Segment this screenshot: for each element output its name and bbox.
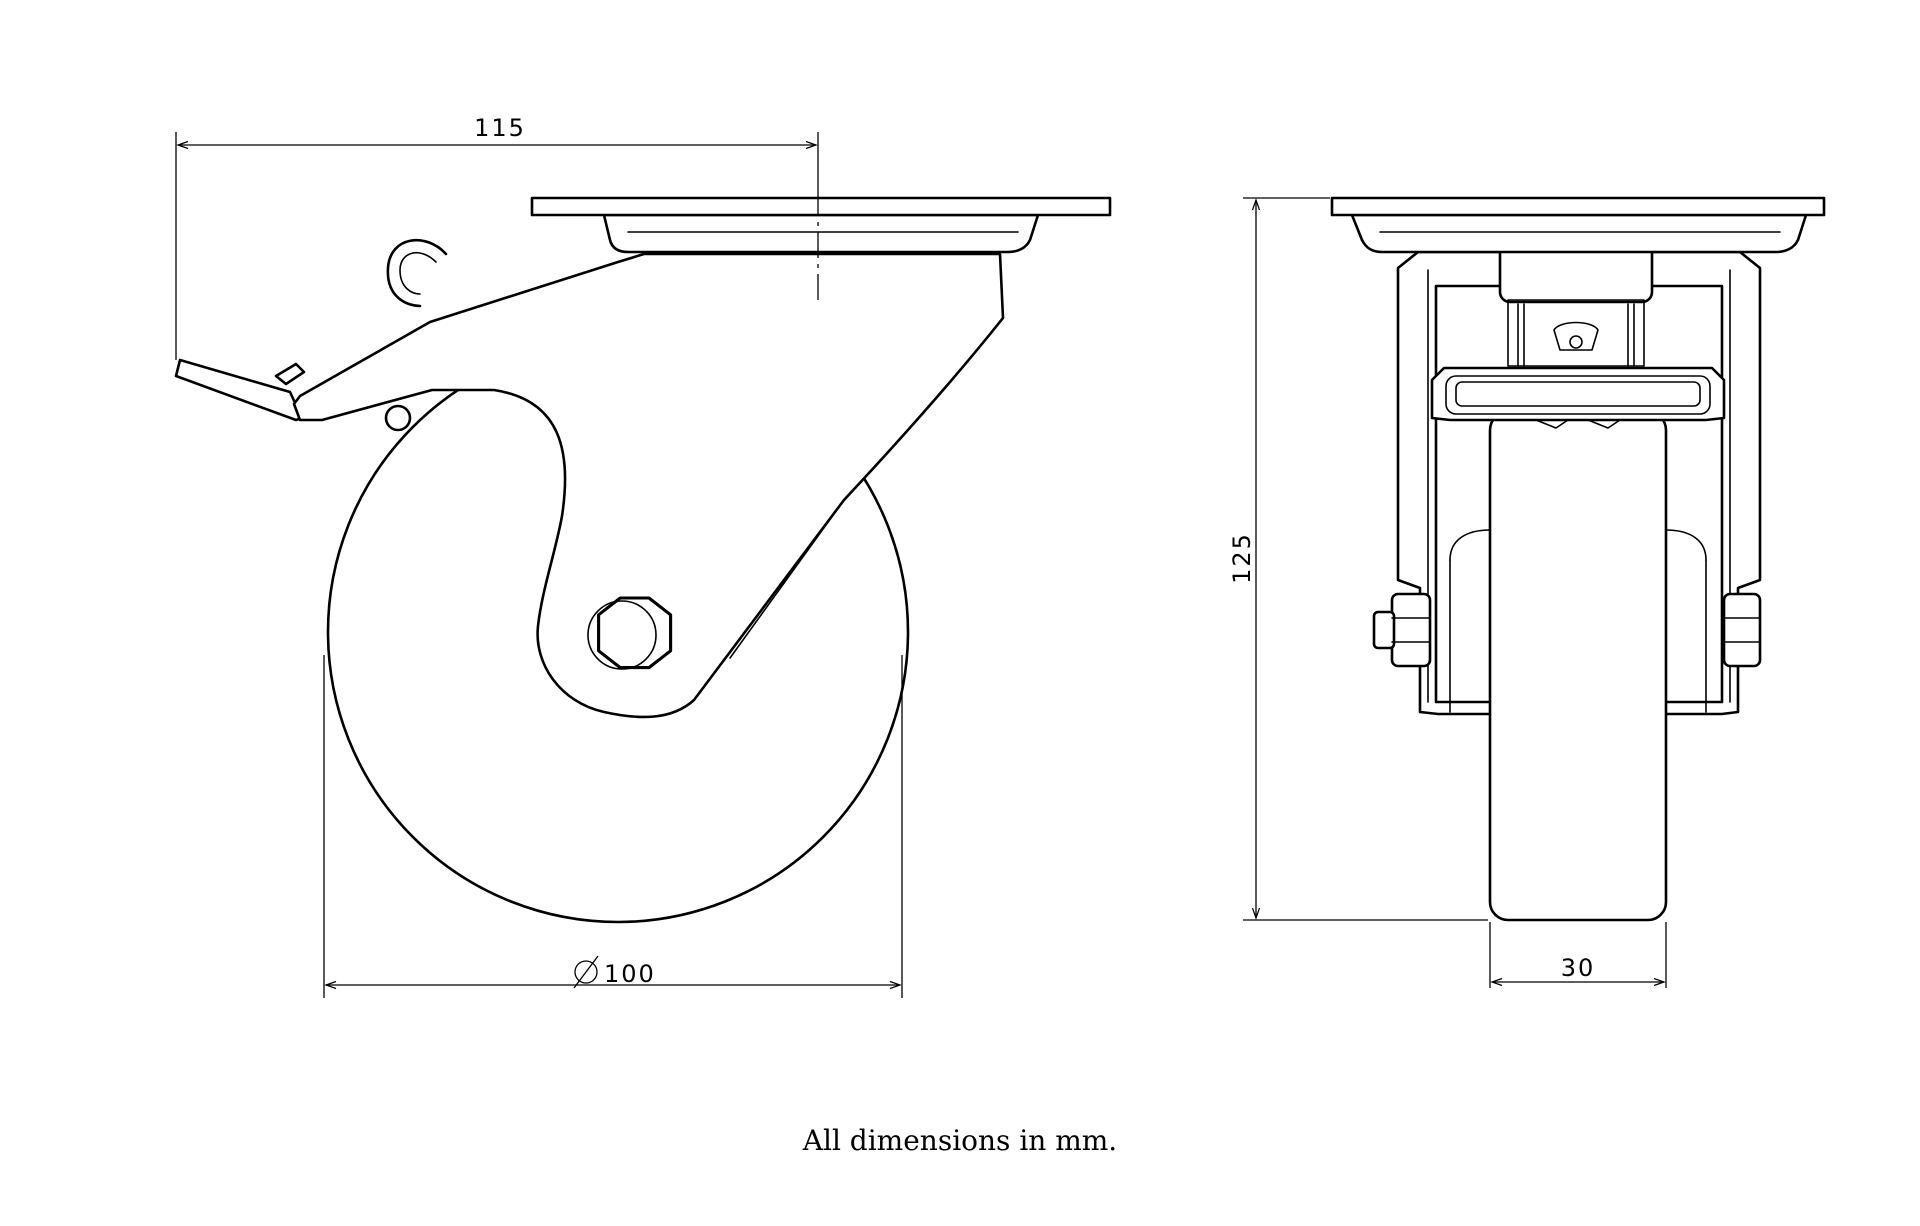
front-brake-block xyxy=(1430,366,1726,429)
dim-wheel-width: 30 xyxy=(1489,922,1667,988)
front-axle-nut-right xyxy=(1722,592,1762,668)
dim-wheel-diameter: 100 xyxy=(323,655,903,998)
dim-overall-length-label: 115 xyxy=(474,114,526,142)
side-fork xyxy=(292,252,1005,719)
brake-pedal xyxy=(174,358,306,422)
brake-hook xyxy=(386,238,448,308)
brake-roller xyxy=(384,404,412,432)
dim-wheel-width-label: 30 xyxy=(1561,954,1596,982)
dim-wheel-diameter-label: 100 xyxy=(604,960,656,988)
side-top-plate xyxy=(530,196,1112,217)
front-wheel xyxy=(1488,410,1668,922)
side-swivel-cone xyxy=(602,213,1040,254)
dim-overall-height: 125 xyxy=(1228,197,1488,921)
diameter-symbol xyxy=(573,955,599,989)
units-note: All dimensions in mm. xyxy=(802,1124,1118,1157)
dim-overall-height-label: 125 xyxy=(1228,532,1256,584)
dim-overall-length: 115 xyxy=(175,114,819,360)
front-view xyxy=(1330,196,1826,922)
side-axle-nut xyxy=(587,596,673,670)
front-top-plate xyxy=(1330,196,1826,217)
front-swivel-cone xyxy=(1350,213,1808,254)
side-view xyxy=(174,190,1112,924)
front-axle-nut-left xyxy=(1372,592,1432,668)
front-center-bracket xyxy=(1498,238,1654,367)
